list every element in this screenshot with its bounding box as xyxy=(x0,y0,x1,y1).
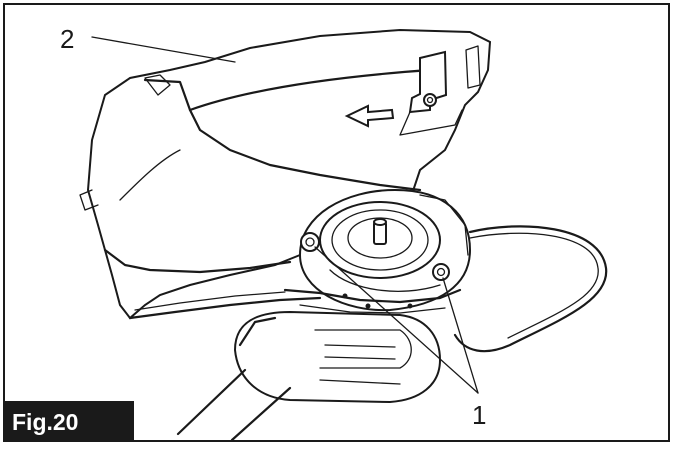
screw-left xyxy=(300,232,320,252)
motor-head xyxy=(283,188,472,314)
shaft-tube xyxy=(176,368,292,442)
screw-right xyxy=(432,263,450,281)
arrow-left-icon xyxy=(344,104,395,128)
callout-2: 2 xyxy=(60,24,74,54)
figure-label: Fig.20 xyxy=(12,409,78,435)
power-cord xyxy=(453,225,608,353)
screw-icon xyxy=(423,93,437,107)
tool-housing xyxy=(233,310,442,404)
leader-line-1 xyxy=(314,246,479,394)
protector-guard xyxy=(79,28,492,320)
figure-label-box xyxy=(4,401,134,441)
callout-1: 1 xyxy=(472,400,486,430)
leader-line-2 xyxy=(91,36,236,63)
